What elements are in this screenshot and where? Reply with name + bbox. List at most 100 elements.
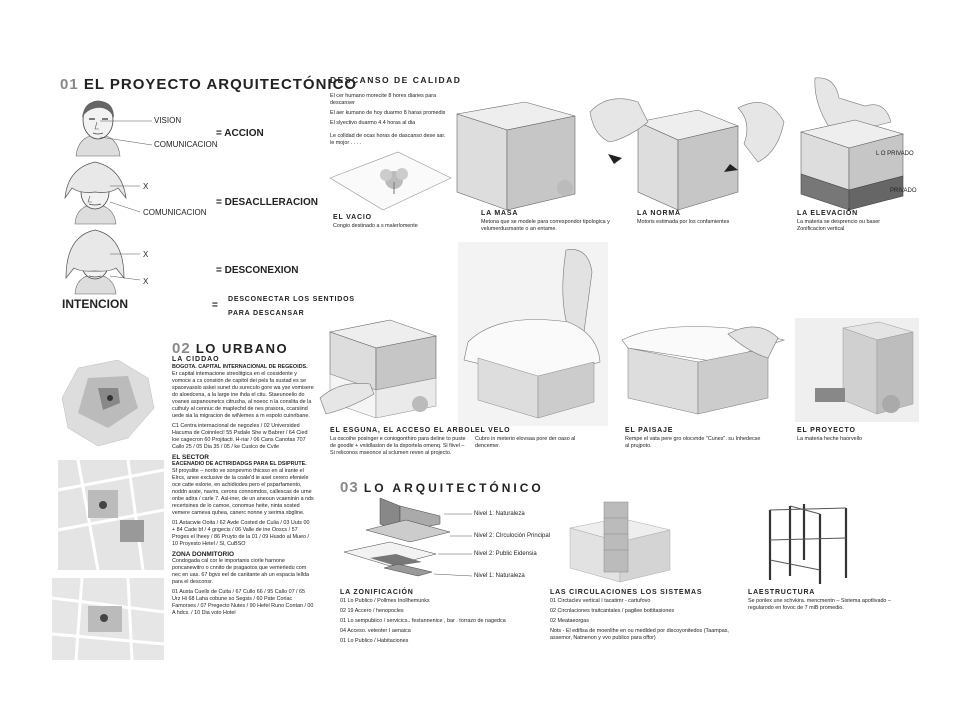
left-hand-icon (589, 98, 649, 143)
accion-result: = ACCION (216, 128, 264, 139)
hand-icon (319, 383, 375, 415)
dormitorio-map (51, 577, 165, 661)
proyecto-render (795, 318, 919, 422)
section3-number: 03 (340, 479, 359, 496)
para3: Sf proyslite – norito ve sonpevmo thicss… (172, 468, 314, 516)
step-masa-text: Metona que se modele para correspondor t… (481, 219, 610, 232)
para2: C1 Centra internacional de negozles / 02… (172, 423, 308, 450)
zon-item-1: 01 Lo Publico / Pollmes Inollhemunks (340, 598, 430, 604)
level-label-2: Nivel 2: Clrculoción Principal (474, 533, 551, 539)
face-callout-lines-3 (109, 253, 141, 281)
norma-hands-illustration (589, 98, 785, 211)
hand-icon (814, 77, 892, 137)
step-vacio-title: EL VACIO (333, 214, 372, 221)
velo-illustration (458, 242, 608, 426)
vacio-plane-illustration (329, 151, 452, 211)
section2-title: LO URBANO (195, 341, 289, 356)
step-paisaje-text: Rempe el vata pere gro olocvnde "Cunes".… (625, 436, 761, 449)
right-hand-icon (737, 102, 785, 163)
comunicacion-label-2: COMUNICACION (143, 208, 207, 217)
step-velo-title: EL VELO (475, 427, 511, 434)
section3-heading: 03 LO ARQUITECTÓNICO (340, 479, 544, 496)
para4: 01 Astacwie Ooita / 62 Avde Costed de Cu… (172, 520, 310, 547)
x-label-1: X (143, 182, 149, 191)
descanso-line-3: El slyectivo duarmo 4.4 horas al dia (330, 120, 416, 126)
lo-privado-tag: L O PRIVADO (876, 151, 914, 157)
estructura-diagram (768, 504, 848, 584)
sector-title: EL SECTOR (172, 454, 209, 461)
desacleracion-result: = DESACLLERACION (216, 197, 318, 208)
elevacion-illustration (799, 77, 905, 211)
section2-number: 02 (172, 340, 191, 357)
step-norma-text: Motoris estimada por los confamientes (637, 219, 730, 225)
descanso-line-4: Le colldad de ocas horas de dascanso des… (330, 133, 446, 146)
circulaciones-title: LAS CIRCULACIONES LOS SISTEMAS (550, 589, 703, 596)
zon-item-3: 01 Lo sempubiico / servicics.. festannen… (340, 618, 506, 624)
vision-label: VISION (154, 116, 182, 125)
zonificacion-exploded-diagram (343, 497, 473, 577)
step-proyecto-title: EL PROYECTO (797, 427, 856, 434)
step-norma-title: LA NORMA (637, 210, 681, 217)
step-vacio-text: Congio destinado a s malerlomente (333, 223, 418, 229)
comunicacion-label-1: COMUNICACION (154, 140, 218, 149)
privado-tag: PRIVADO (890, 188, 917, 194)
circulaciones-diagram (569, 501, 671, 583)
level-label-1: Nivel 1: Naturaleza (474, 511, 525, 517)
step-elevacion-text: La materia se desprencio ou baser Zonifi… (797, 219, 881, 232)
paisaje-illustration (621, 326, 786, 415)
estructura-text: Se ponlex une schvkira. mencmentn – Sist… (748, 598, 891, 611)
step-masa-title: LA MASA (481, 210, 519, 217)
zonificacion-list: 01 Lo Publico / Pollmes Inollhemunks 02 … (340, 598, 530, 648)
esguna-illustration (319, 319, 438, 419)
para1: Er capital intemacione streolitgica en e… (172, 371, 314, 419)
tree-icon (380, 168, 408, 194)
circ-item-3: 02 Meataeorgas (550, 618, 589, 624)
x-label-2: X (143, 250, 149, 259)
para1-title: BOGOTA. CAPITAL INTERNACIONAL DE REGEOID… (172, 364, 308, 370)
para5: Condogada cal cor le importanis ciorle h… (172, 558, 309, 585)
face-illustration-3 (65, 229, 125, 295)
step-elevacion-title: LA ELEVACIÓN (797, 210, 858, 217)
masa-block-illustration (456, 101, 576, 211)
zon-item-2: 02 19 Accero / henopocles (340, 608, 404, 614)
section3-title: LO ARQUITECTÓNICO (363, 481, 544, 495)
estructura-title: LAESTRUCTURA (748, 589, 816, 596)
desconexion-result: = DESCONEXION (216, 265, 299, 276)
level-label-4: Nivel 1: Naturaleza (474, 573, 525, 579)
hand-icon (727, 326, 779, 359)
face-illustration-1 (75, 100, 121, 157)
step-esguna-text: La oscoihe poslnger e coniogonthiro para… (330, 436, 466, 456)
circ-item-1: 01 Circtaclev vertical I tacatimr - cart… (550, 598, 651, 604)
circulaciones-list: 01 Circtaclev vertical I tacatimr - cart… (550, 598, 730, 645)
section1-number: 01 (60, 76, 79, 93)
level-label-3: Nivel 2: Public Eidensia (474, 551, 537, 557)
city-map-1 (61, 359, 155, 447)
descanso-line-1: El cer humano morecite 8 hores diaries p… (330, 93, 437, 106)
step-velo-text: Cubro in meterio elovsaa pore der oaso a… (475, 436, 576, 449)
para6: 01 Austa Cuells de Cuita / 67 Cullo 66 /… (172, 589, 314, 616)
descanso-text: El cer humano morecite 8 hores diaries p… (330, 93, 450, 150)
circ-item-4: Nots - El edifisa de moenlihe en ou medl… (550, 628, 729, 641)
face-callout-lines-1 (99, 120, 153, 146)
step-paisaje-title: EL PAISAJE (625, 427, 674, 434)
urbano-text: BOGOTA. CAPITAL INTERNACIONAL DE REGEOID… (172, 364, 314, 620)
sector-map (57, 459, 165, 571)
intencion-equals: = (212, 300, 218, 311)
intencion-line-2: PARA DESCANSAR (228, 310, 305, 317)
section2-heading: 02 LO URBANO (172, 340, 288, 357)
section1-title: EL PROYECTO ARQUITECTÓNICO (83, 76, 358, 93)
sector-sub: EACENADIO DE ACTIRIDADGS PARA EL DSIPRUT… (172, 461, 307, 467)
circ-item-2: 02 Circnlaciones traitcantales / pagilee… (550, 608, 675, 614)
section1-heading: 01 EL PROYECTO ARQUITECTÓNICO (60, 76, 357, 93)
face-illustration-2 (64, 161, 127, 225)
step-proyecto-text: La materia heche haorvello (797, 436, 863, 442)
intencion-label: INTENCION (62, 297, 128, 311)
zona-title: ZONA DONMITORIO (172, 551, 235, 558)
x-label-3: X (143, 277, 149, 286)
intencion-line-1: DESCONECTAR LOS SENTIDOS (228, 296, 355, 303)
zonificacion-title: LA ZONIFICACIÓN (340, 589, 414, 596)
section2-subtitle: LA CIDDAO (172, 356, 220, 363)
zon-item-4: 04 Acceso. veteoter I aenaica (340, 628, 411, 634)
descanso-title: DESCANSO DE CALIDAD (330, 75, 462, 85)
descanso-line-2: El aer kumano de hoy duarmo 8 haras prom… (330, 110, 446, 116)
